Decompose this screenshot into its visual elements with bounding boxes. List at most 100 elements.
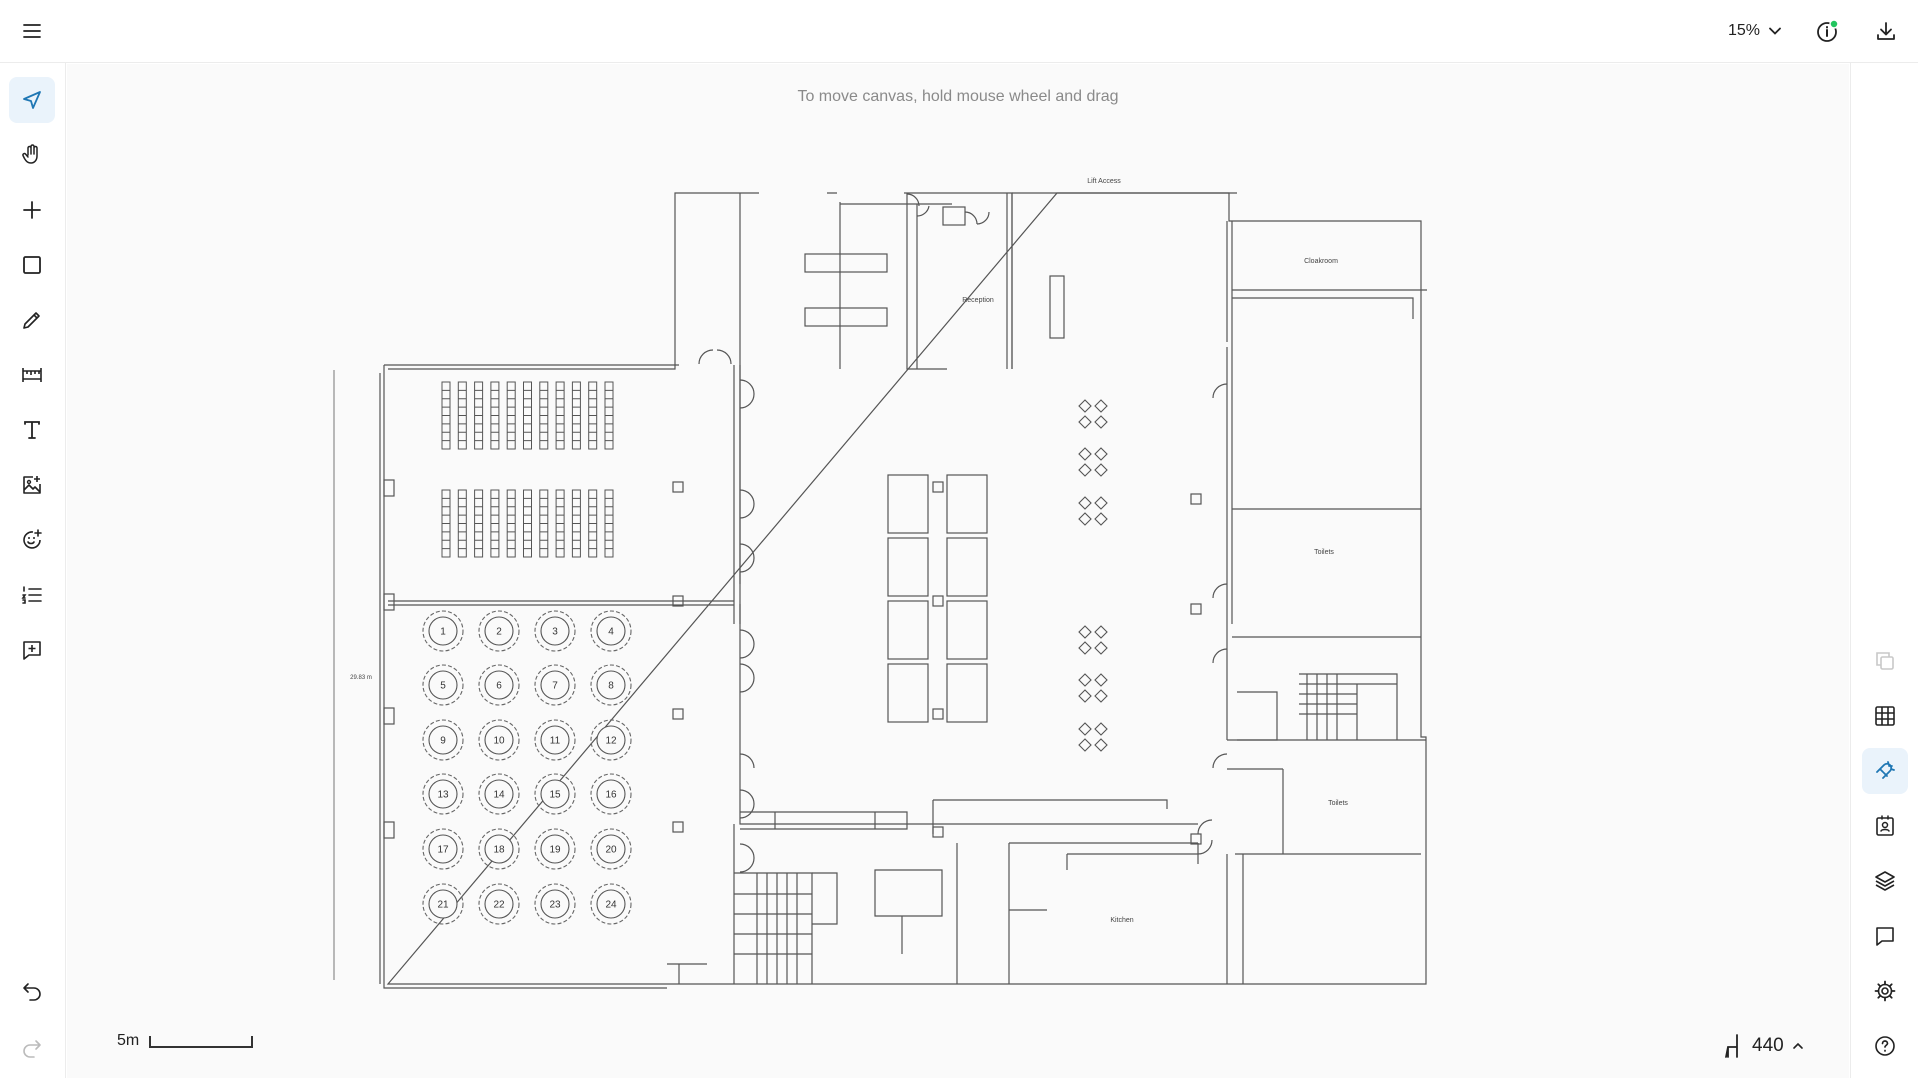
menu-button[interactable]: [14, 13, 50, 49]
zoom-dropdown[interactable]: 15%: [1728, 17, 1782, 45]
comment-tool[interactable]: [9, 627, 55, 673]
cocktail-cluster[interactable]: [1078, 399, 1108, 429]
banquet-table[interactable]: 24: [590, 883, 632, 925]
measure-tool[interactable]: [9, 352, 55, 398]
banquet-table[interactable]: 17: [422, 828, 464, 870]
duplicate-button[interactable]: [1862, 638, 1908, 684]
seat-row[interactable]: [539, 381, 549, 450]
banquet-table[interactable]: 11: [534, 719, 576, 761]
square-icon: [23, 256, 41, 274]
banquet-table[interactable]: 15: [534, 773, 576, 815]
settings-button[interactable]: [1862, 968, 1908, 1014]
table-number: 9: [440, 736, 446, 747]
table-number: 1: [440, 627, 446, 638]
seat-row[interactable]: [539, 489, 549, 558]
seat-row[interactable]: [441, 381, 451, 450]
table-number: 11: [550, 736, 561, 747]
banquet-table[interactable]: 21: [422, 883, 464, 925]
pencil-tool[interactable]: [9, 297, 55, 343]
table-number: 8: [608, 681, 614, 692]
banquet-table[interactable]: 20: [590, 828, 632, 870]
seat-row[interactable]: [457, 489, 467, 558]
outer-wall: [386, 192, 1427, 985]
seat-row[interactable]: [506, 381, 516, 450]
banquet-table[interactable]: 12: [590, 719, 632, 761]
layers-icon: [1875, 871, 1895, 891]
seat-row[interactable]: [571, 381, 581, 450]
cocktail-cluster[interactable]: [1078, 722, 1108, 752]
seat-row[interactable]: [588, 381, 598, 450]
top-bar: 15%: [0, 0, 1918, 63]
banquet-table[interactable]: 3: [534, 610, 576, 652]
table-number: 6: [496, 681, 502, 692]
seat-row[interactable]: [506, 489, 516, 558]
table-number: 23: [549, 900, 561, 911]
banquet-table[interactable]: 5: [422, 664, 464, 706]
right-toolbar: [1850, 63, 1918, 1078]
seat-counter[interactable]: 440: [1722, 1033, 1804, 1059]
image-tool[interactable]: [9, 462, 55, 508]
navigation-arrow-icon: [23, 91, 41, 109]
seat-row[interactable]: [555, 381, 565, 450]
pan-tool[interactable]: [9, 132, 55, 178]
banquet-table[interactable]: 16: [590, 773, 632, 815]
seat-row[interactable]: [490, 489, 500, 558]
redo-button[interactable]: [9, 1025, 55, 1071]
numbered-list-tool[interactable]: [9, 572, 55, 618]
seat-row[interactable]: [441, 489, 451, 558]
help-button[interactable]: [1862, 1023, 1908, 1069]
canvas[interactable]: To move canvas, hold mouse wheel and dra…: [67, 64, 1849, 1078]
undo-icon: [23, 983, 41, 1001]
text-tool[interactable]: [9, 407, 55, 453]
banquet-table[interactable]: 18: [478, 828, 520, 870]
hamburger-menu-icon: [23, 24, 41, 38]
rectangle-tool[interactable]: [9, 242, 55, 288]
seat-row[interactable]: [523, 381, 532, 450]
emoji-tool[interactable]: [9, 517, 55, 563]
seat-row[interactable]: [588, 489, 598, 558]
comments-button[interactable]: [1862, 913, 1908, 959]
seat-row[interactable]: [474, 489, 484, 558]
seat-row[interactable]: [604, 381, 614, 450]
banquet-table[interactable]: 13: [422, 773, 464, 815]
seat-row[interactable]: [604, 489, 614, 558]
status-button[interactable]: [1810, 13, 1846, 49]
scale-indicator: 5m: [117, 1032, 254, 1050]
banquet-table[interactable]: 9: [422, 719, 464, 761]
zoom-level: 15%: [1728, 22, 1761, 39]
download-button[interactable]: [1868, 13, 1904, 49]
grid-button[interactable]: [1862, 693, 1908, 739]
seat-row[interactable]: [490, 381, 500, 450]
contacts-button[interactable]: [1862, 803, 1908, 849]
select-tool[interactable]: [9, 77, 55, 123]
banquet-table[interactable]: 2: [478, 610, 520, 652]
pencil-icon: [23, 312, 40, 329]
banquet-table[interactable]: 6: [478, 664, 520, 706]
undo-button[interactable]: [9, 968, 55, 1014]
add-tool[interactable]: [9, 187, 55, 233]
seat-row[interactable]: [555, 489, 565, 558]
banquet-table[interactable]: 10: [478, 719, 520, 761]
table-number: 16: [605, 790, 617, 801]
banquet-table[interactable]: 19: [534, 828, 576, 870]
cocktail-cluster[interactable]: [1078, 673, 1108, 703]
banquet-table[interactable]: 8: [590, 664, 632, 706]
seat-row[interactable]: [457, 381, 467, 450]
seat-row[interactable]: [474, 381, 484, 450]
numbered-list-icon: [21, 586, 42, 604]
smiley-add-icon: [23, 529, 42, 549]
banquet-table[interactable]: 4: [590, 610, 632, 652]
banquet-table[interactable]: 22: [478, 883, 520, 925]
cocktail-cluster[interactable]: [1078, 625, 1108, 655]
banquet-table[interactable]: 14: [478, 773, 520, 815]
banquet-table[interactable]: 7: [534, 664, 576, 706]
seat-row[interactable]: [523, 489, 532, 558]
banquet-table[interactable]: 1: [422, 610, 464, 652]
banquet-table[interactable]: 23: [534, 883, 576, 925]
cocktail-cluster[interactable]: [1078, 447, 1108, 477]
seat-row[interactable]: [571, 489, 581, 558]
snap-button[interactable]: [1862, 748, 1908, 794]
cocktail-cluster[interactable]: [1078, 496, 1108, 526]
layers-button[interactable]: [1862, 858, 1908, 904]
